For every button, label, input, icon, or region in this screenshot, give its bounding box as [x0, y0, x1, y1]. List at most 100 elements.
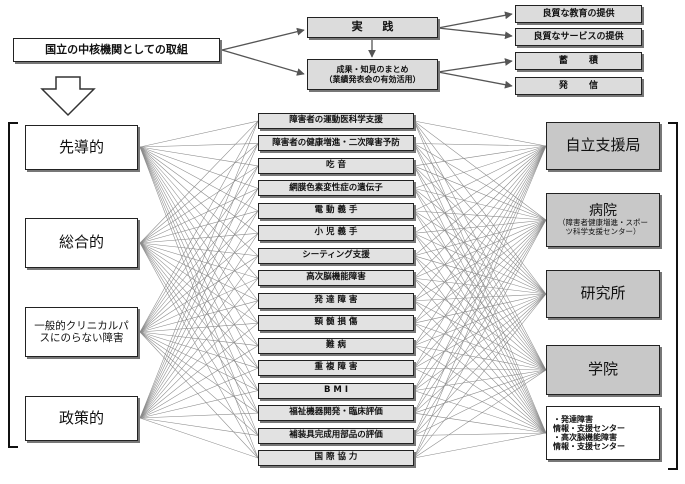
mesh-line-right	[413, 120, 547, 434]
education-box: 良質な教育の提供	[515, 5, 642, 23]
left-box-comprehensive: 総合的	[25, 218, 138, 268]
mesh-line-right	[413, 390, 547, 434]
mesh-line-right	[413, 145, 547, 189]
service-box: 良質なサービスの提供	[515, 28, 642, 46]
mesh-line-left	[139, 210, 259, 333]
topic-box: 小 児 義 手	[258, 225, 414, 242]
left-box-leading: 先導的	[25, 125, 138, 170]
topic-box: B M I	[258, 382, 414, 399]
arrow-to-accumulate	[437, 58, 513, 73]
topic-box: シーティング支援	[258, 247, 414, 264]
mesh-line-right	[413, 188, 547, 434]
mesh-line-right	[413, 219, 547, 324]
mesh-line-right	[413, 145, 547, 257]
mesh-line-left	[139, 146, 259, 346]
mesh-line-left	[139, 146, 259, 167]
mesh-line-right	[413, 145, 547, 212]
mesh-line-left	[139, 146, 259, 369]
mesh-line-left	[139, 278, 259, 333]
topic-box: 重 複 障 害	[258, 360, 414, 377]
mesh-line-left	[139, 146, 259, 391]
right-box-independence-bureau: 自立支援局	[546, 122, 660, 170]
mesh-line-left	[139, 242, 259, 369]
topic-box: 吃 音	[258, 157, 414, 174]
mesh-line-right	[413, 293, 547, 346]
mesh-line-right	[413, 188, 547, 221]
mesh-line-right	[413, 210, 547, 221]
arrow-main-to-results	[221, 49, 305, 76]
left-box-policy: 政策的	[25, 396, 138, 441]
arrow-to-education	[437, 11, 513, 29]
mesh-line-right	[413, 367, 547, 434]
mesh-line-right	[413, 143, 547, 147]
topic-label: 補装具完成用部品の評価	[289, 429, 383, 440]
mesh-line-left	[139, 143, 259, 419]
topic-label: 頸 髄 損 傷	[314, 317, 358, 328]
topic-box: 補装具完成用部品の評価	[258, 427, 414, 444]
mesh-line-right	[413, 367, 547, 371]
mesh-line-right	[413, 165, 547, 295]
topic-label: 重 複 障 害	[314, 362, 358, 373]
right-label-research-institute: 研究所	[580, 284, 626, 303]
mesh-line-right	[413, 219, 547, 369]
mesh-line-left	[139, 242, 259, 391]
mesh-line-left	[139, 165, 259, 333]
mesh-line-left	[139, 331, 259, 436]
mesh-line-left	[139, 120, 259, 148]
right-box-info-centers: ・発達障害 情報・支援センター ・高次脳機能障害 情報・支援センター	[546, 406, 660, 460]
arrow-main-to-practice	[221, 27, 305, 51]
mesh-line-left	[139, 146, 259, 459]
results-line1: 成果・知見のまとめ	[336, 65, 409, 75]
mesh-line-right	[413, 278, 547, 371]
main-initiative-label: 国立の中核機関としての取組	[45, 42, 188, 56]
practice-box: 実 践	[307, 17, 438, 38]
mesh-line-right	[413, 145, 547, 369]
mesh-line-left	[139, 242, 259, 301]
dissemination-box: 発 信	[515, 77, 642, 95]
mesh-line-left	[139, 188, 259, 244]
topic-box: 国 際 協 力	[258, 450, 414, 466]
right-label-independence-bureau: 自立支援局	[565, 136, 641, 155]
mesh-line-left	[139, 233, 259, 333]
left-label-policy: 政策的	[58, 408, 104, 427]
mesh-line-right	[413, 219, 547, 279]
mesh-line-right	[413, 255, 547, 371]
mesh-line-right	[413, 255, 547, 295]
mesh-line-left	[139, 120, 259, 419]
mesh-line-left	[139, 146, 259, 189]
mesh-line-right	[413, 293, 547, 414]
mesh-line-right	[413, 143, 547, 295]
topic-label: シーティング支援	[302, 249, 370, 260]
mesh-line-left	[139, 242, 259, 279]
mesh-line-left	[139, 146, 259, 324]
topic-label: B M I	[323, 384, 349, 395]
main-initiative-box: 国立の中核機関としての取組	[13, 38, 220, 62]
mesh-line-right	[413, 278, 547, 434]
mesh-line-left	[139, 146, 259, 436]
mesh-line-left	[139, 233, 259, 419]
accumulate-label: 蓄 積	[558, 55, 599, 66]
right-label-info-centers: ・発達障害 情報・支援センター ・高次脳機能障害 情報・支援センター	[553, 414, 625, 452]
topic-box: 福祉機器開発・臨床評価	[258, 405, 414, 422]
topic-label: 難 病	[326, 339, 346, 350]
mesh-line-right	[413, 165, 547, 434]
right-box-research-institute: 研究所	[546, 270, 660, 318]
topic-label: 吃 音	[326, 160, 346, 171]
mesh-line-right	[413, 219, 547, 301]
topic-box: 障害者の運動医科学支援	[258, 113, 414, 129]
mesh-line-left	[139, 331, 259, 459]
topic-box: 頸 髄 損 傷	[258, 315, 414, 332]
mesh-line-right	[413, 188, 547, 295]
mesh-line-right	[413, 412, 547, 434]
mesh-line-left	[139, 331, 259, 391]
mesh-line-right	[413, 120, 547, 147]
topic-box: 網膜色素変性症の遺伝子	[258, 180, 414, 197]
results-line2: （業績発表会の有効活用）	[324, 74, 421, 84]
mesh-line-right	[413, 145, 547, 459]
mesh-line-right	[413, 369, 547, 436]
right-box-college: 学院	[546, 345, 660, 395]
mesh-line-right	[413, 233, 547, 434]
mesh-line-right	[413, 293, 547, 369]
mesh-line-left	[139, 242, 259, 436]
topic-label: 障害者の健康増進・二次障害予防	[272, 137, 400, 148]
